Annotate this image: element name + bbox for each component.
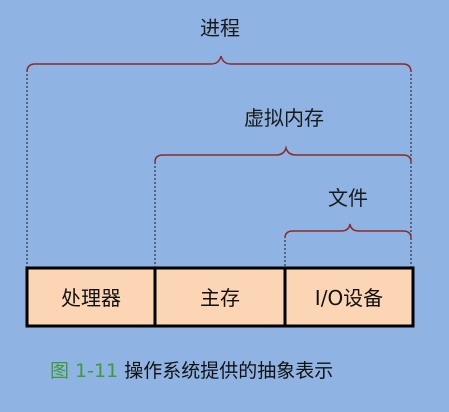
figure-caption-text: 操作系统提供的抽象表示 (124, 360, 334, 382)
main-memory-label: 主存 (200, 286, 240, 310)
figure-number: 图 1-11 (50, 360, 119, 382)
process-label: 进程 (200, 16, 240, 40)
io-device-label: I/O设备 (314, 286, 384, 310)
file-label: 文件 (328, 186, 368, 210)
io-device-box (283, 266, 415, 328)
file-bracket (284, 223, 412, 239)
process-bracket (26, 55, 412, 73)
main-memory-box (153, 266, 287, 328)
figure-caption: 图 1-11 操作系统提供的抽象表示 (50, 362, 333, 381)
processor-box (25, 266, 157, 328)
virtual-memory-bracket (154, 145, 412, 163)
virtual-memory-label: 虚拟内存 (244, 106, 324, 130)
processor-label: 处理器 (61, 286, 121, 310)
